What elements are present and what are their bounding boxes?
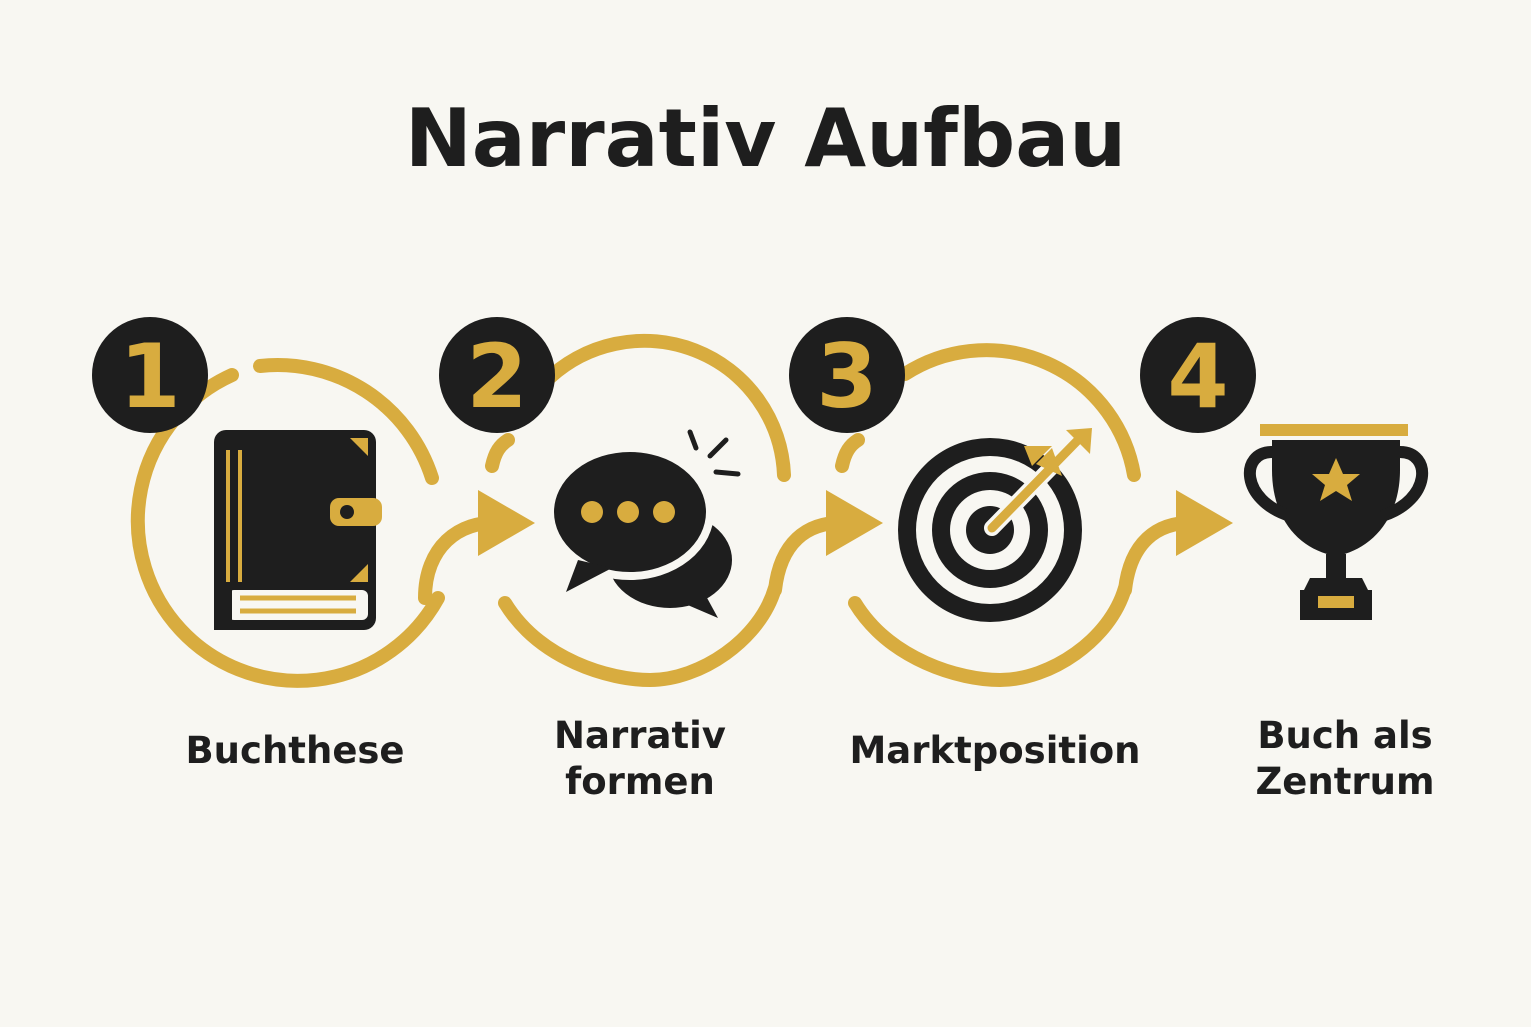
book-icon <box>214 430 382 630</box>
step-4-badge: 4 <box>1140 317 1256 433</box>
page-title: Narrativ Aufbau <box>404 92 1127 185</box>
step-2-label: Narrativ formen <box>554 714 726 803</box>
sparkle-lines <box>687 429 741 477</box>
step-4-number: 4 <box>1167 325 1228 428</box>
ring-1-upper <box>253 358 439 485</box>
target-arrow-icon <box>898 428 1092 622</box>
arrow-head-1 <box>478 490 535 556</box>
step-3-number: 3 <box>816 325 877 428</box>
number-badges: 1 2 3 4 <box>92 317 1256 433</box>
ring-3-lower <box>848 581 1132 688</box>
step-1-label: Buchthese <box>185 729 405 772</box>
ring-1 <box>130 368 445 688</box>
step-2-badge: 2 <box>439 317 555 433</box>
ring-2-lower <box>498 581 782 688</box>
speech-bubbles-icon <box>546 429 741 618</box>
ring-3-stub <box>835 433 865 473</box>
step-3-label: Marktposition <box>849 729 1141 772</box>
step-1-badge: 1 <box>92 317 208 433</box>
arrow-head-3 <box>1176 490 1233 556</box>
step-2-number: 2 <box>466 325 527 428</box>
trophy-icon <box>1243 424 1429 620</box>
ring-2-upper <box>538 333 791 482</box>
step-3-badge: 3 <box>789 317 905 433</box>
arrow-head-2 <box>826 490 883 556</box>
ring-2-stub <box>485 433 515 473</box>
step-1-number: 1 <box>119 325 180 428</box>
step-4-label: Buch als Zentrum <box>1255 714 1435 803</box>
arrow-heads <box>478 490 1233 556</box>
ring-3-upper <box>898 343 1141 482</box>
